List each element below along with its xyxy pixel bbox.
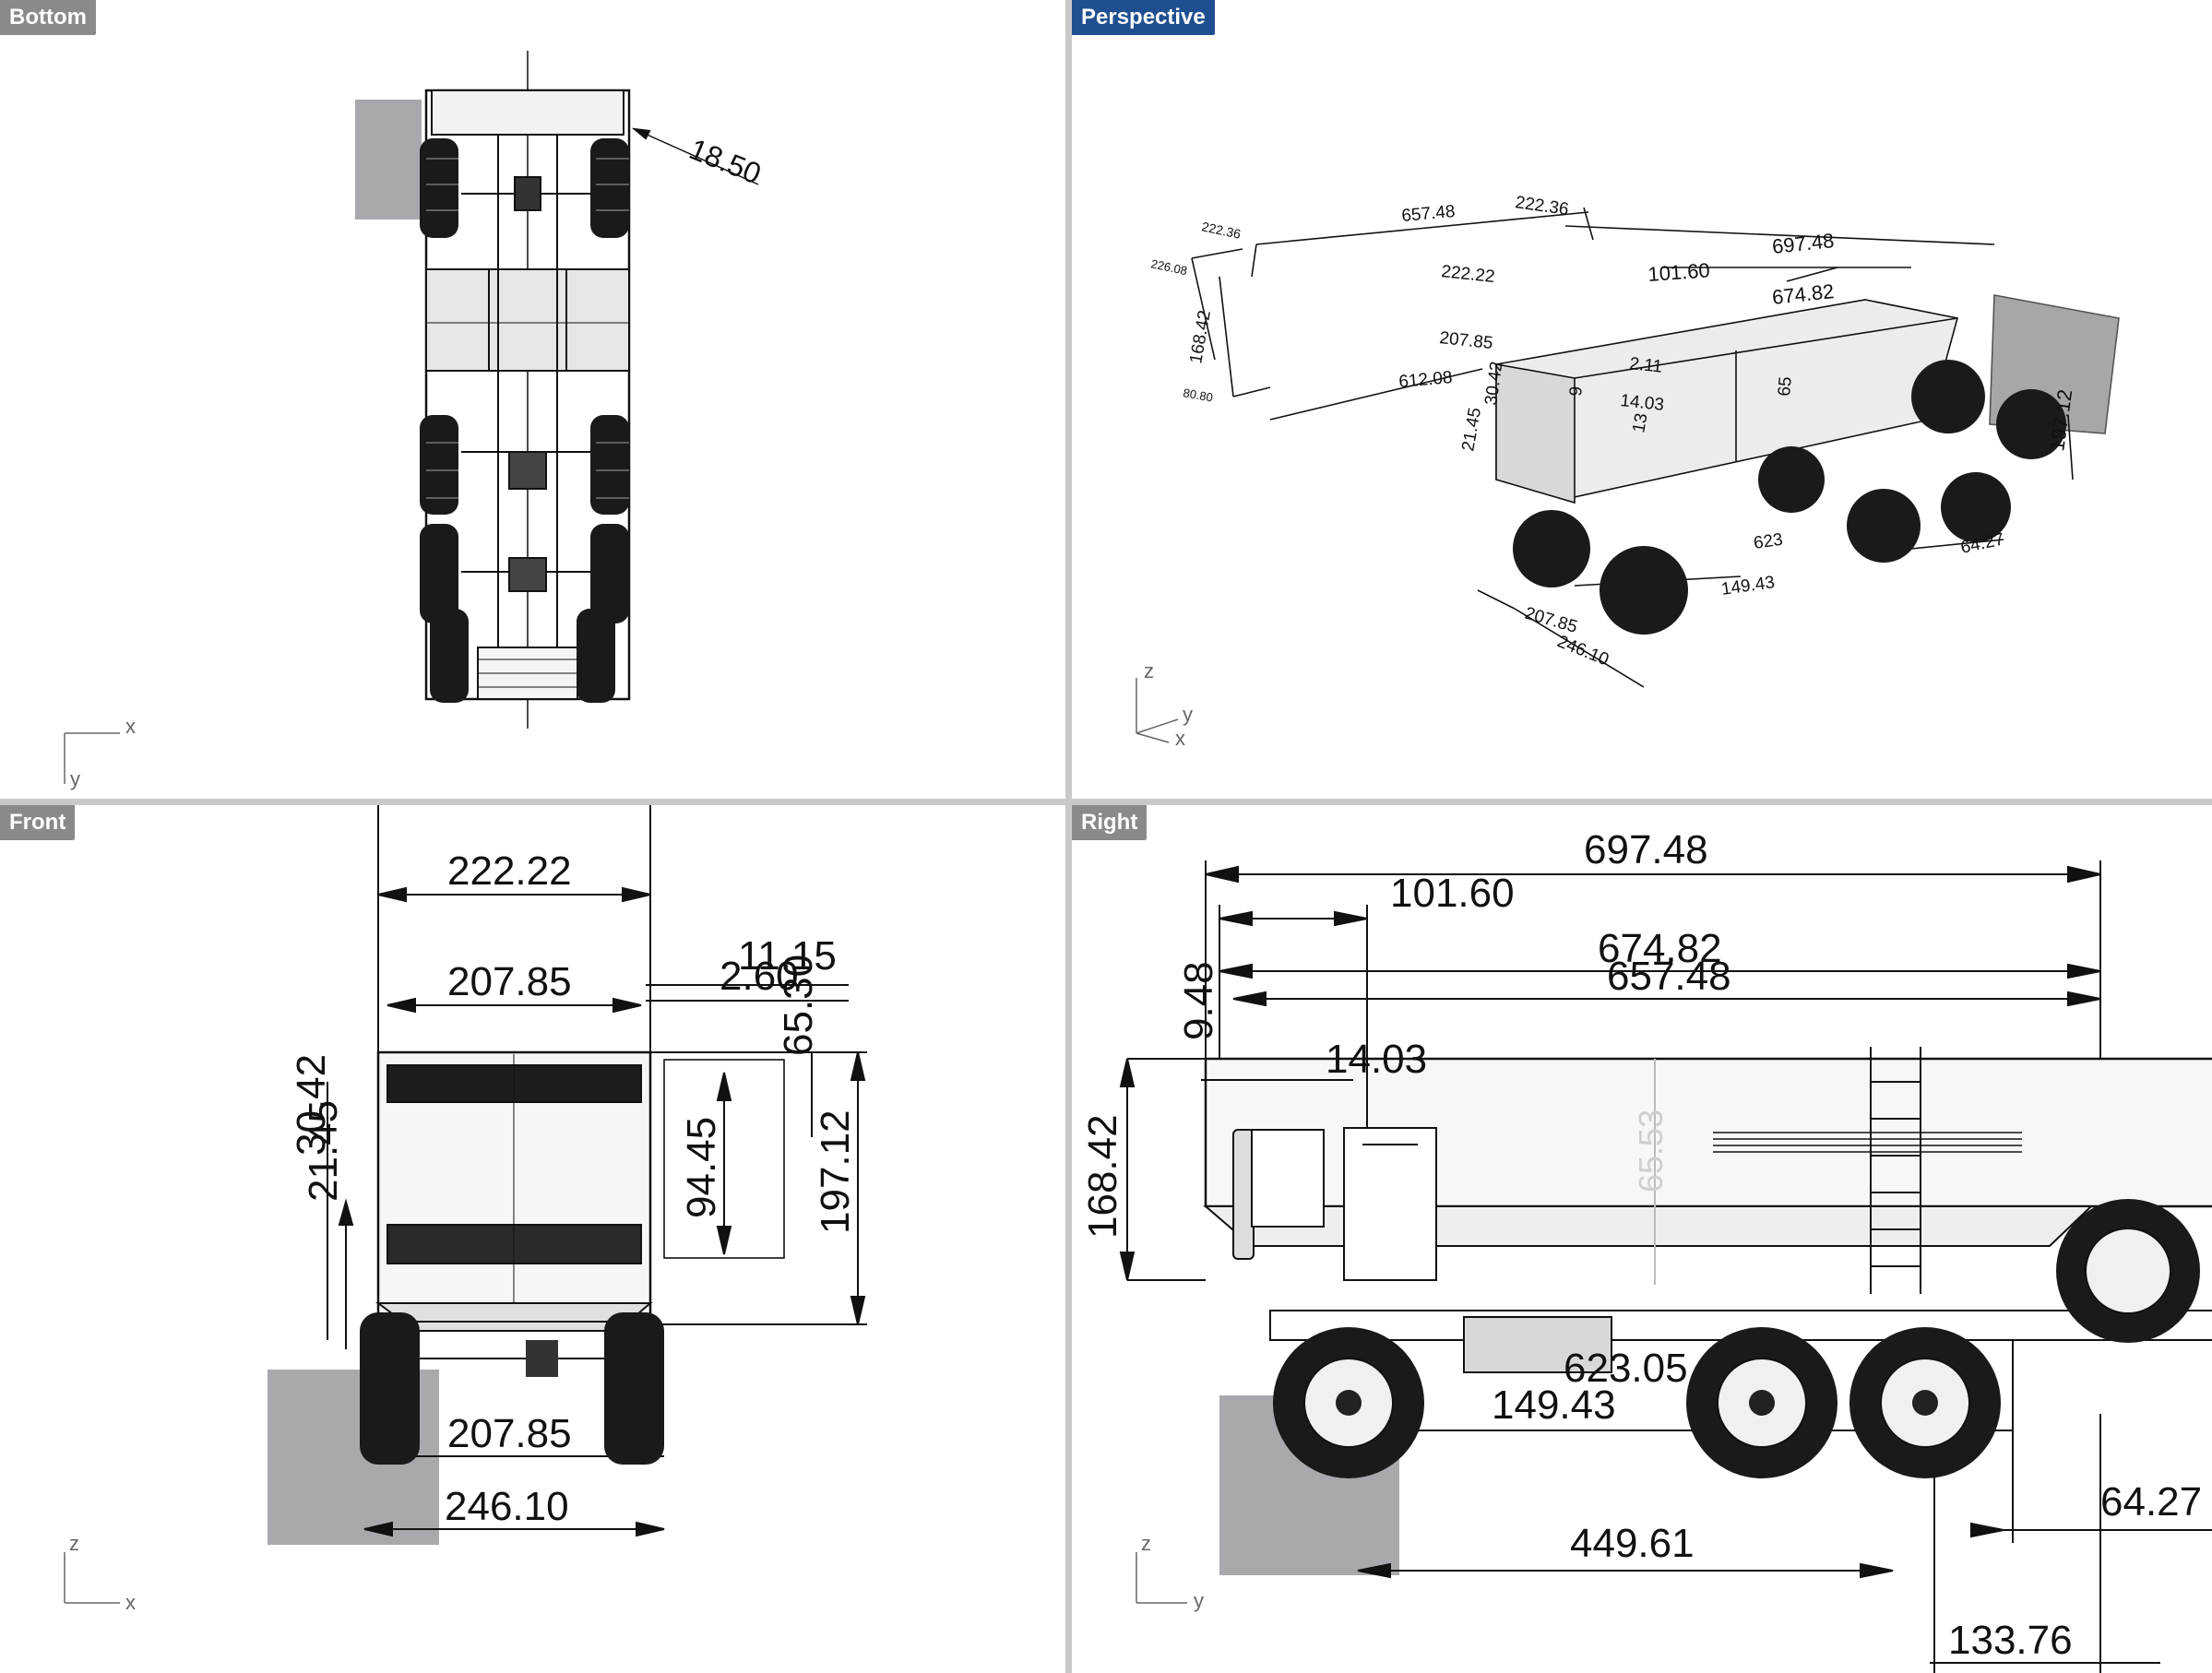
front-dim-d1: 222.22 (447, 848, 572, 894)
persp-dim-d25: 80.80 (1182, 386, 1214, 404)
persp-dim-d2: 222.36 (1514, 193, 1569, 220)
right-drawing: 697.48 101.60 674.82 657.48 9.48 14.03 1… (1080, 827, 2212, 1673)
right-dim-d8: 623.05 (1564, 1346, 1688, 1391)
bottom-axis-x: x (125, 715, 136, 738)
persp-dim-d6: 101.60 (1647, 258, 1711, 286)
viewport-title-right[interactable]: Right (1072, 805, 1148, 840)
right-dim-d2: 101.60 (1390, 871, 1515, 916)
persp-dim-d16: 207.85 (1523, 604, 1580, 637)
right-dim-d1: 697.48 (1584, 827, 1708, 872)
right-dim-d12: 133.76 (1948, 1618, 2073, 1663)
bottom-axis-y: y (70, 767, 80, 790)
persp-axis-z: z (1144, 659, 1154, 682)
persp-dim-d3: 222.36 (1200, 219, 1242, 242)
viewport-right[interactable]: Right (1072, 805, 2212, 1673)
persp-dim-d21: 65 (1775, 376, 1796, 397)
viewport-front[interactable]: Front (0, 805, 1065, 1673)
persp-dim-d1: 657.48 (1401, 202, 1457, 226)
front-dim-d11: 246.10 (445, 1484, 569, 1529)
right-dim-d6: 14.03 (1326, 1037, 1427, 1082)
bottom-dim-d1: 18.50 (684, 132, 766, 190)
persp-dim-d9: 168.42 (1186, 309, 1215, 365)
persp-dim-d8: 207.85 (1438, 328, 1493, 353)
front-dim-d5: 65.30 (776, 955, 821, 1056)
front-dim-d2: 207.85 (447, 959, 572, 1004)
front-dim-d7: 21.45 (301, 1100, 346, 1202)
viewport-title-front[interactable]: Front (0, 805, 76, 840)
right-dim-d3: 674.82 (1598, 926, 1722, 971)
viewport-bottom[interactable]: Bottom (0, 0, 1065, 799)
right-dim-d13: 65.53 (1632, 1109, 1670, 1192)
persp-dim-d18: 226.08 (1149, 256, 1188, 278)
front-dim-d8: 94.45 (679, 1117, 724, 1218)
persp-dim-d4: 697.48 (1771, 229, 1836, 258)
front-dim-d10: 207.85 (447, 1411, 572, 1456)
right-dim-d11: 449.61 (1570, 1521, 1695, 1566)
front-dim-d9: 197.12 (813, 1109, 858, 1234)
persp-dim-d20: 14.03 (1619, 391, 1664, 415)
persp-dim-d19: 2.11 (1628, 354, 1663, 377)
front-axis-z: z (69, 1532, 79, 1555)
right-axis-z: z (1141, 1532, 1151, 1555)
front-dim-d3: 11.15 (738, 933, 837, 979)
persp-dim-d17: 246.10 (1554, 632, 1611, 670)
bottom-drawing: 18.50 x y (64, 51, 766, 790)
front-drawing: 222.22 207.85 11.15 2.60 65.30 30.42 21.… (64, 805, 867, 1614)
persp-dim-d22: 9 (1566, 386, 1587, 397)
persp-axis-x: x (1175, 727, 1185, 750)
right-dim-d4: 657.48 (1607, 954, 1731, 999)
viewport-title-perspective[interactable]: Perspective (1072, 0, 1215, 35)
front-dim-d6: 30.42 (289, 1054, 334, 1156)
persp-axis-y: y (1183, 703, 1193, 726)
perspective-drawing: 657.48 222.36 222.36 697.48 222.22 101.6… (1136, 193, 2120, 750)
right-dim-d7: 168.42 (1080, 1114, 1125, 1239)
persp-dim-d10: 612.08 (1398, 368, 1454, 392)
front-axis-x: x (125, 1591, 136, 1614)
persp-dim-d24: 13 (1629, 411, 1651, 433)
persp-dim-d15: 623 (1753, 530, 1784, 553)
persp-dim-d5: 222.22 (1440, 262, 1495, 287)
viewport-perspective[interactable]: Perspective (1072, 0, 2212, 799)
right-dim-d9: 149.43 (1492, 1382, 1616, 1428)
viewport-title-bottom[interactable]: Bottom (0, 0, 96, 35)
right-dim-d10: 64.27 (2100, 1479, 2202, 1525)
right-dim-d5: 9.48 (1176, 961, 1221, 1040)
persp-dim-d7: 674.82 (1771, 279, 1836, 309)
right-axis-y: y (1194, 1589, 1204, 1612)
front-dim-d4: 2.60 (719, 954, 799, 999)
persp-dim-d11: 21.45 (1458, 406, 1485, 452)
